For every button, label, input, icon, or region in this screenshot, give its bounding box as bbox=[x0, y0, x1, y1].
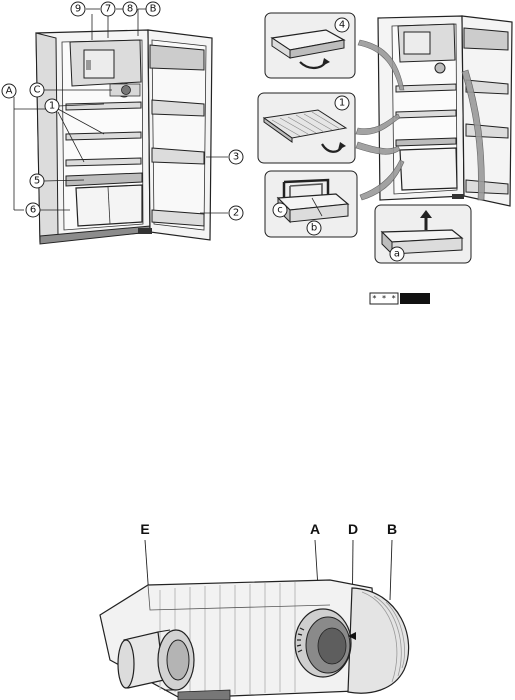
freezer-stars: * * * bbox=[372, 294, 396, 303]
label-B: B bbox=[387, 521, 397, 537]
svg-text:4: 4 bbox=[339, 20, 345, 31]
svg-text:8: 8 bbox=[127, 4, 133, 15]
callout-6: 6 bbox=[26, 203, 40, 217]
removable-parts-figure: 4 1 bbox=[258, 13, 512, 263]
svg-text:C: C bbox=[34, 85, 41, 96]
part-panel-a: a bbox=[375, 205, 471, 263]
callout-1: 1 bbox=[45, 99, 59, 113]
part-panel-4: 4 bbox=[265, 13, 355, 78]
svg-text:b: b bbox=[311, 223, 317, 234]
svg-text:5: 5 bbox=[34, 176, 40, 187]
label-D: D bbox=[348, 521, 358, 537]
part-panel-cb: c b bbox=[265, 171, 357, 237]
light-switch bbox=[118, 630, 194, 690]
callout-3: 3 bbox=[229, 150, 243, 164]
thermostat-dial bbox=[295, 609, 351, 677]
callout-A: A bbox=[2, 84, 16, 98]
fridge2-thermostat bbox=[435, 63, 445, 73]
callout-5: 5 bbox=[30, 174, 44, 188]
part-panel-1: 1 bbox=[258, 93, 355, 163]
label-E: E bbox=[140, 521, 149, 537]
callout-8: 8 bbox=[123, 2, 137, 16]
svg-text:9: 9 bbox=[75, 4, 81, 15]
svg-text:3: 3 bbox=[233, 152, 239, 163]
svg-text:a: a bbox=[394, 249, 400, 260]
thermostat-figure: E A D B bbox=[100, 521, 409, 700]
svg-text:7: 7 bbox=[105, 4, 111, 15]
svg-text:2: 2 bbox=[233, 208, 239, 219]
door-hinge bbox=[138, 228, 152, 234]
callout-9: 9 bbox=[71, 2, 85, 16]
svg-text:6: 6 bbox=[30, 205, 36, 216]
fridge2-crisper bbox=[400, 148, 457, 190]
callout-7: 7 bbox=[101, 2, 115, 16]
svg-text:B: B bbox=[150, 4, 157, 15]
svg-text:c: c bbox=[277, 205, 283, 216]
callout-2: 2 bbox=[229, 206, 243, 220]
housing-bottom-clip bbox=[178, 690, 230, 700]
svg-text:1: 1 bbox=[339, 98, 345, 109]
svg-text:1: 1 bbox=[49, 101, 55, 112]
label-A: A bbox=[310, 521, 320, 537]
svg-text:A: A bbox=[6, 86, 13, 97]
callout-B: B bbox=[146, 2, 160, 16]
lamp-cover bbox=[348, 588, 409, 693]
freezer-handle bbox=[86, 60, 91, 70]
callout-C: C bbox=[30, 83, 44, 97]
fridge-overview-figure: 9 7 8 B A C 1 5 bbox=[2, 2, 243, 244]
badge-black-bar bbox=[400, 293, 430, 304]
freezer-star-rating-badge: * * * bbox=[370, 293, 430, 304]
